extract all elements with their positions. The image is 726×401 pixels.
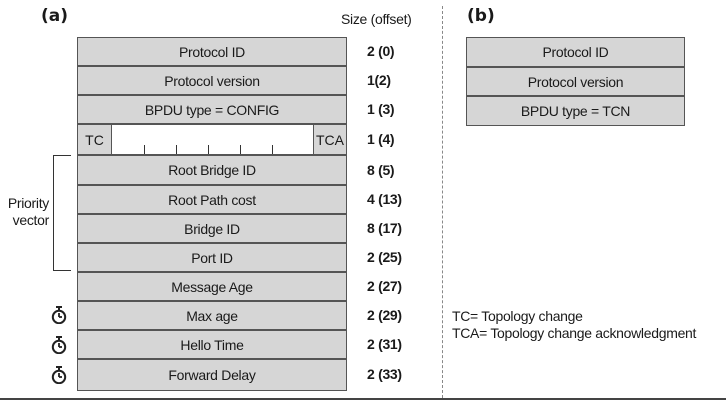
field-flags: TC TCA [77,124,347,155]
panel-b-label: (b) [467,6,495,26]
size-protocol-id: 2 (0) [367,43,395,59]
field-bpdu-type: BPDU type = CONFIG [77,95,347,124]
bottom-rule [0,398,726,400]
stopwatch-icon [51,366,67,384]
field-max-age: Max age [77,301,347,330]
flag-tc: TC [78,125,112,154]
field-bridge-id: Bridge ID [77,214,347,243]
panel-divider [442,6,443,398]
flag-bit-tick [208,145,209,154]
size-root-path-cost: 4 (13) [367,191,402,207]
flag-bit-tick [176,145,177,154]
field-message-age: Message Age [77,272,347,301]
legend-tc: TC= Topology change [452,308,583,324]
legend-tca: TCA= Topology change acknowledgment [452,325,697,341]
size-offset-header: Size (offset) [341,11,412,27]
tcn-field-bpdu-type: BPDU type = TCN [466,96,685,126]
size-flags: 1 (4) [367,131,395,147]
field-protocol-id: Protocol ID [77,37,347,66]
size-bpdu-type: 1 (3) [367,101,395,117]
field-protocol-version: Protocol version [77,66,347,95]
field-hello-time: Hello Time [77,330,347,359]
size-forward-delay: 2 (33) [367,366,402,382]
priority-vector-label: Priority vector [0,195,49,229]
priority-vector-label-line1: Priority [7,195,49,211]
tcn-field-protocol-version: Protocol version [466,67,685,96]
size-hello-time: 2 (31) [367,336,402,352]
size-port-id: 2 (25) [367,249,402,265]
size-message-age: 2 (27) [367,278,402,294]
flag-tca: TCA [313,125,346,154]
size-root-bridge-id: 8 (5) [367,162,395,178]
panel-a-label: (a) [41,6,69,26]
size-protocol-version: 1(2) [367,72,391,88]
stopwatch-icon [51,306,67,324]
size-max-age: 2 (29) [367,307,402,323]
size-bridge-id: 8 (17) [367,220,402,236]
field-root-path-cost: Root Path cost [77,185,347,214]
flag-bit-tick [240,145,241,154]
flag-bit-tick [272,145,273,154]
priority-vector-label-line2: vector [12,212,50,228]
tcn-field-protocol-id: Protocol ID [466,37,685,67]
field-port-id: Port ID [77,243,347,272]
stopwatch-icon [51,336,67,354]
priority-vector-bracket [53,155,71,271]
field-root-bridge-id: Root Bridge ID [77,155,347,185]
flag-bit-tick [144,145,145,154]
field-forward-delay: Forward Delay [77,359,347,391]
